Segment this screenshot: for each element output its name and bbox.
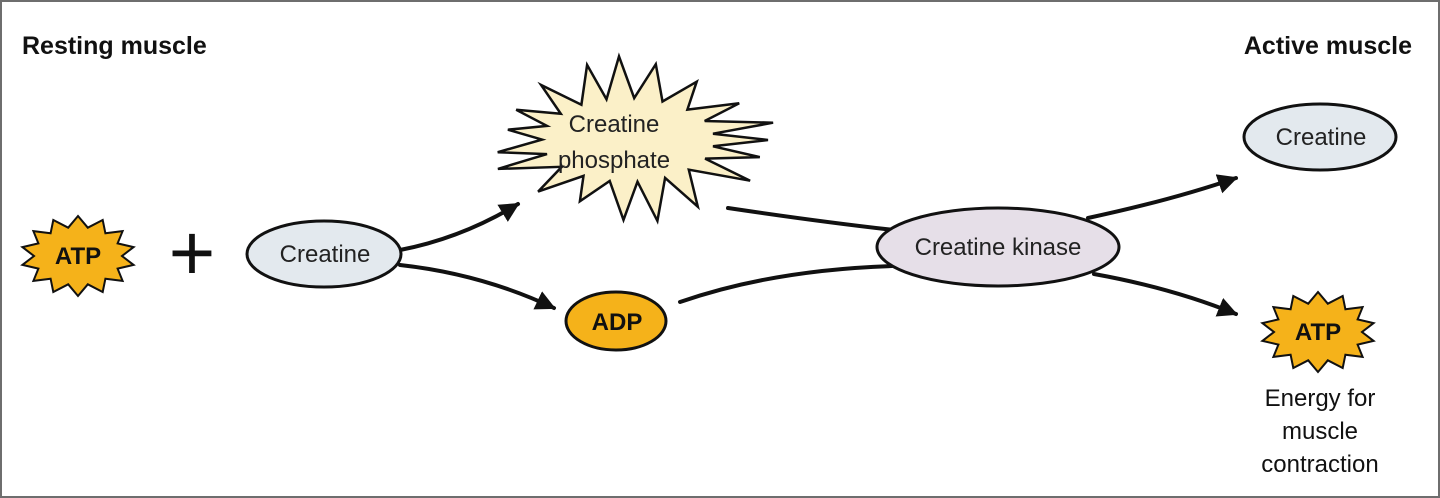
line-phosphate-to-kinase [726,206,896,232]
adp-node [564,290,668,352]
atp-left-starburst [20,214,136,298]
atp-right-label: ATP [1295,319,1341,346]
atp-right-starburst [1260,290,1376,374]
creatine-right-label: Creatine [1276,124,1367,151]
line-adp-to-kinase [678,264,894,304]
arrow-kinase-to-atp [1092,272,1238,317]
creatine-kinase-label: Creatine kinase [915,234,1082,261]
energy-caption-line3: contraction [1261,451,1378,478]
creatine-phosphate-label-line1: Creatine [569,111,660,138]
creatine-phosphate-starburst [497,52,774,225]
atp-left-label: ATP [55,243,101,270]
creatine-left-label: Creatine [280,241,371,268]
creatine-phosphate-label-line2: phosphate [558,147,670,174]
plus-sign: + [169,208,216,297]
resting-muscle-heading: Resting muscle [22,32,207,60]
creatine-right-node [1242,102,1398,172]
arrow-creatine-to-adp [398,263,556,310]
adp-label: ADP [592,309,643,336]
active-muscle-heading: Active muscle [1244,32,1412,60]
arrow-kinase-to-creatine [1086,174,1238,220]
energy-caption-line2: muscle [1282,418,1358,445]
arrow-creatine-to-phosphate [398,202,520,252]
energy-caption-line1: Energy for [1265,385,1376,412]
creatine-kinase-node [875,206,1121,288]
creatine-left-node [245,219,403,289]
